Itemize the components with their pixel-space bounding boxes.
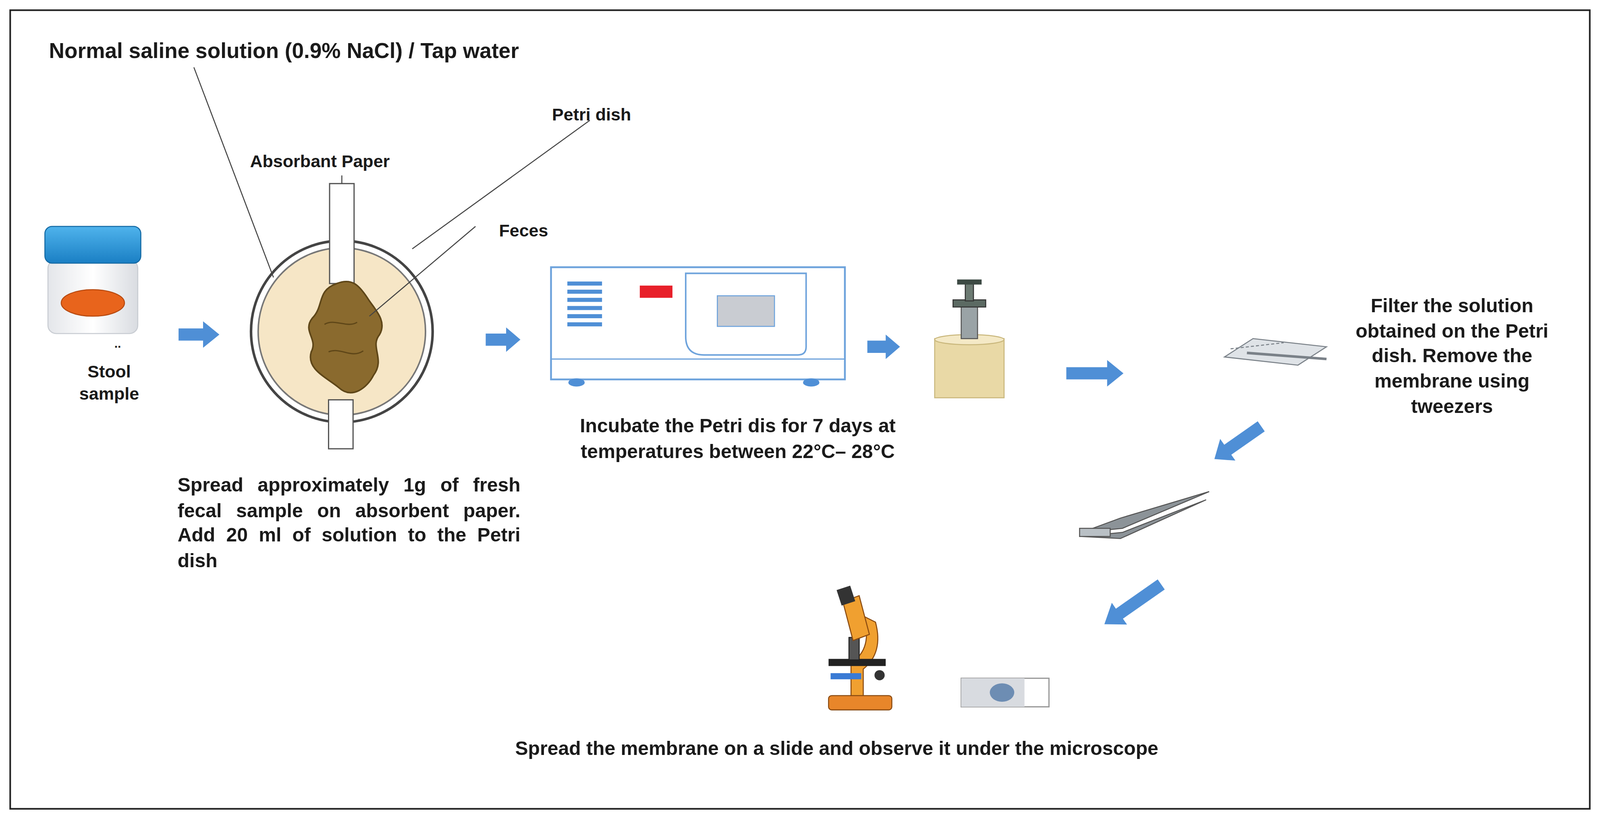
feces-label: Feces [498,220,581,243]
petri-dish [251,183,433,449]
membrane-filter [1224,338,1327,366]
sample-label: Stool sample [63,361,156,407]
solution-label: Normal saline solution (0.9% NaCl) / Tap… [49,36,703,65]
step-caption: Incubate the Petri dis for 7 days at tem… [559,414,917,465]
frame [10,10,1590,809]
glass-slide [961,678,1050,708]
paper-label: Absorbant Paper [249,151,455,174]
step-caption: Spread approximately 1g of fresh fecal s… [177,473,521,575]
microscope [828,585,892,710]
step-caption: Spread the membrane on a slide and obser… [428,736,1246,762]
syringe-filter [934,279,1005,399]
step-caption: Filter the solution obtained on the Petr… [1344,293,1560,420]
dish-label: Petri dish [552,103,696,127]
dots-mark: .. [114,336,135,353]
stool-jar [44,226,141,334]
incubator [551,267,845,387]
leader-lines [193,67,590,317]
tweezers [1079,491,1210,539]
